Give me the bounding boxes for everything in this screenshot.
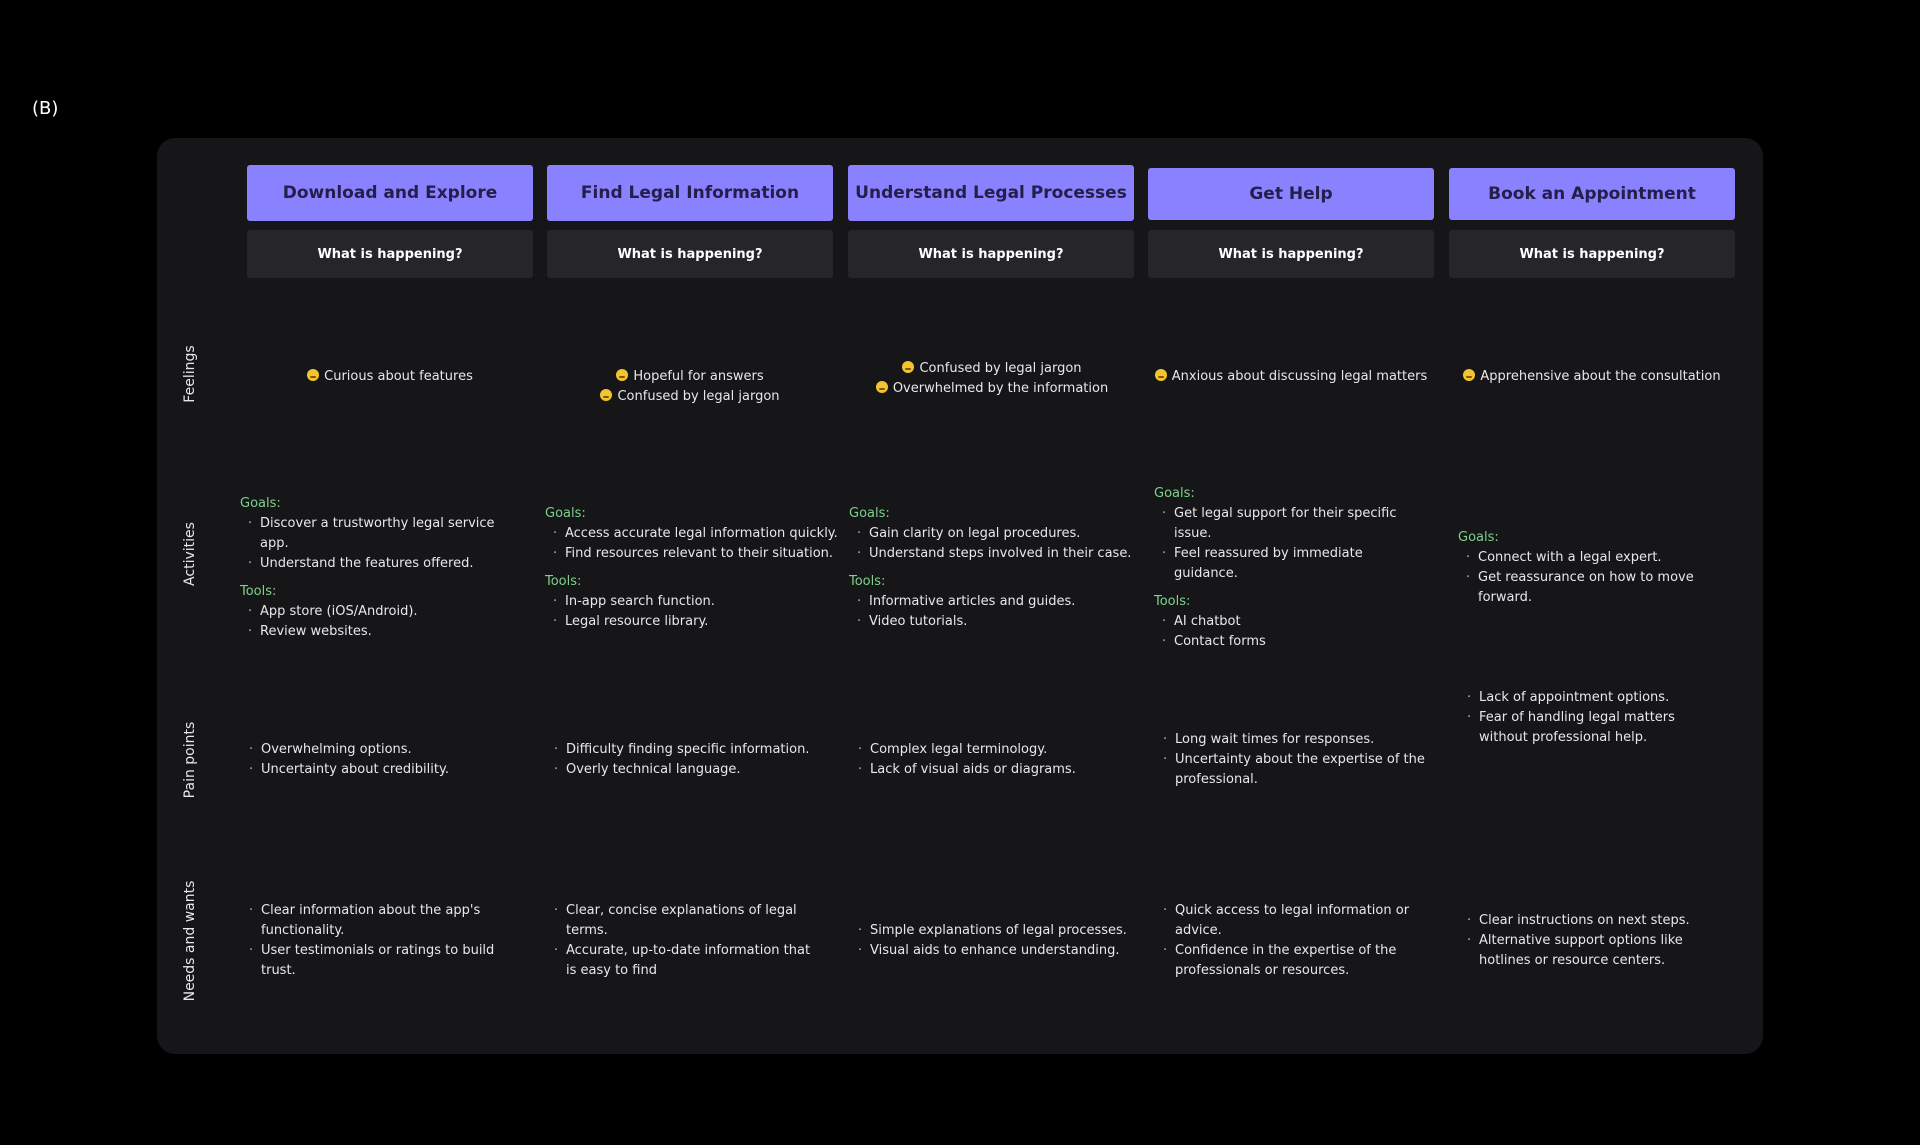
pain-point-item: Complex legal terminology. bbox=[858, 740, 1130, 760]
stage-header-find-info: Find Legal Information bbox=[547, 165, 833, 221]
tools-label: Tools: bbox=[1154, 594, 1191, 609]
goals-label: Goals: bbox=[240, 496, 281, 511]
activities-cell: Goals: Gain clarity on legal procedures.… bbox=[849, 504, 1149, 632]
tools-label: Tools: bbox=[240, 584, 277, 599]
goals-label: Goals: bbox=[849, 506, 890, 521]
emoji-icon bbox=[307, 369, 320, 381]
emoji-icon bbox=[1463, 369, 1476, 381]
pain-points-cell: Long wait times for responses. Uncertain… bbox=[1155, 730, 1425, 790]
pain-point-item: Lack of appointment options. bbox=[1467, 688, 1724, 708]
activities-cell: Goals: Connect with a legal expert. Get … bbox=[1458, 528, 1713, 608]
need-item: Alternative support options like hotline… bbox=[1467, 931, 1729, 971]
tool-item: Video tutorials. bbox=[857, 612, 1149, 632]
question-header: What is happening? bbox=[848, 230, 1134, 278]
pain-point-item: Difficulty finding specific information. bbox=[554, 740, 826, 760]
goal-item: Feel reassured by immediate guidance. bbox=[1162, 544, 1409, 584]
need-item: User testimonials or ratings to build tr… bbox=[249, 941, 496, 981]
need-item: Simple explanations of legal processes. bbox=[858, 921, 1130, 941]
tools-label: Tools: bbox=[849, 574, 886, 589]
stage-header-get-help: Get Help bbox=[1148, 168, 1434, 220]
tool-item: AI chatbot bbox=[1162, 612, 1409, 632]
activities-cell: Goals: Access accurate legal information… bbox=[545, 504, 845, 632]
feelings-cell: Hopeful for answers Confused by legal ja… bbox=[540, 367, 840, 407]
goal-item: Get legal support for their specific iss… bbox=[1162, 504, 1409, 544]
goal-item: Connect with a legal expert. bbox=[1466, 548, 1713, 568]
pain-point-item: Fear of handling legal matters without p… bbox=[1467, 708, 1724, 748]
pain-point-item: Overwhelming options. bbox=[249, 740, 496, 760]
pain-point-item: Lack of visual aids or diagrams. bbox=[858, 760, 1130, 780]
emoji-icon bbox=[1154, 369, 1167, 381]
needs-cell: Clear, concise explanations of legal ter… bbox=[546, 901, 816, 981]
needs-cell: Simple explanations of legal processes. … bbox=[850, 921, 1130, 961]
pain-points-cell: Lack of appointment options. Fear of han… bbox=[1459, 688, 1724, 748]
question-header: What is happening? bbox=[547, 230, 833, 278]
goal-item: Get reassurance on how to move forward. bbox=[1466, 568, 1713, 608]
need-item: Accurate, up-to-date information that is… bbox=[554, 941, 816, 981]
pain-points-cell: Complex legal terminology. Lack of visua… bbox=[850, 740, 1130, 780]
pain-point-item: Uncertainty about the expertise of the p… bbox=[1163, 750, 1425, 790]
need-item: Clear, concise explanations of legal ter… bbox=[554, 901, 816, 941]
tool-item: App store (iOS/Android). bbox=[248, 602, 495, 622]
pain-point-item: Long wait times for responses. bbox=[1163, 730, 1425, 750]
row-label-needs: Needs and wants bbox=[182, 880, 198, 1002]
activities-cell: Goals: Discover a trustworthy legal serv… bbox=[240, 494, 495, 642]
question-header: What is happening? bbox=[1449, 230, 1735, 278]
goal-item: Understand steps involved in their case. bbox=[857, 544, 1149, 564]
emoji-icon bbox=[902, 361, 915, 373]
emoji-icon bbox=[616, 369, 629, 381]
goal-item: Access accurate legal information quickl… bbox=[553, 524, 845, 544]
need-item: Confidence in the expertise of the profe… bbox=[1163, 941, 1420, 981]
pain-point-item: Overly technical language. bbox=[554, 760, 826, 780]
tool-item: In-app search function. bbox=[553, 592, 845, 612]
tool-item: Review websites. bbox=[248, 622, 495, 642]
tools-label: Tools: bbox=[545, 574, 582, 589]
needs-cell: Quick access to legal information or adv… bbox=[1155, 901, 1420, 981]
goal-item: Gain clarity on legal procedures. bbox=[857, 524, 1149, 544]
need-item: Clear information about the app's functi… bbox=[249, 901, 496, 941]
needs-cell: Clear information about the app's functi… bbox=[241, 901, 496, 981]
pain-points-cell: Difficulty finding specific information.… bbox=[546, 740, 826, 780]
emoji-icon bbox=[875, 381, 888, 393]
figure-label: (B) bbox=[32, 98, 59, 119]
goal-item: Find resources relevant to their situati… bbox=[553, 544, 845, 564]
feelings-cell: Confused by legal jargon Overwhelmed by … bbox=[842, 359, 1142, 399]
goals-label: Goals: bbox=[1458, 530, 1499, 545]
tool-item: Legal resource library. bbox=[553, 612, 845, 632]
goals-label: Goals: bbox=[1154, 486, 1195, 501]
tool-item: Contact forms bbox=[1162, 632, 1409, 652]
question-header: What is happening? bbox=[247, 230, 533, 278]
pain-points-cell: Overwhelming options. Uncertainty about … bbox=[241, 740, 496, 780]
need-item: Quick access to legal information or adv… bbox=[1163, 901, 1420, 941]
stage-header-download: Download and Explore bbox=[247, 165, 533, 221]
row-label-activities: Activities bbox=[182, 522, 198, 586]
question-header: What is happening? bbox=[1148, 230, 1434, 278]
emoji-icon bbox=[600, 389, 613, 401]
feelings-cell: Curious about features bbox=[240, 367, 540, 387]
needs-cell: Clear instructions on next steps. Altern… bbox=[1459, 911, 1729, 971]
need-item: Clear instructions on next steps. bbox=[1467, 911, 1729, 931]
stage-header-understand: Understand Legal Processes bbox=[848, 165, 1134, 221]
stage-header-book: Book an Appointment bbox=[1449, 168, 1735, 220]
feelings-cell: Anxious about discussing legal matters bbox=[1141, 367, 1441, 387]
need-item: Visual aids to enhance understanding. bbox=[858, 941, 1130, 961]
pain-point-item: Uncertainty about credibility. bbox=[249, 760, 496, 780]
tool-item: Informative articles and guides. bbox=[857, 592, 1149, 612]
activities-cell: Goals: Get legal support for their speci… bbox=[1154, 484, 1409, 652]
goal-item: Understand the features offered. bbox=[248, 554, 495, 574]
goals-label: Goals: bbox=[545, 506, 586, 521]
feelings-cell: Apprehensive about the consultation bbox=[1442, 367, 1742, 387]
goal-item: Discover a trustworthy legal service app… bbox=[248, 514, 495, 554]
